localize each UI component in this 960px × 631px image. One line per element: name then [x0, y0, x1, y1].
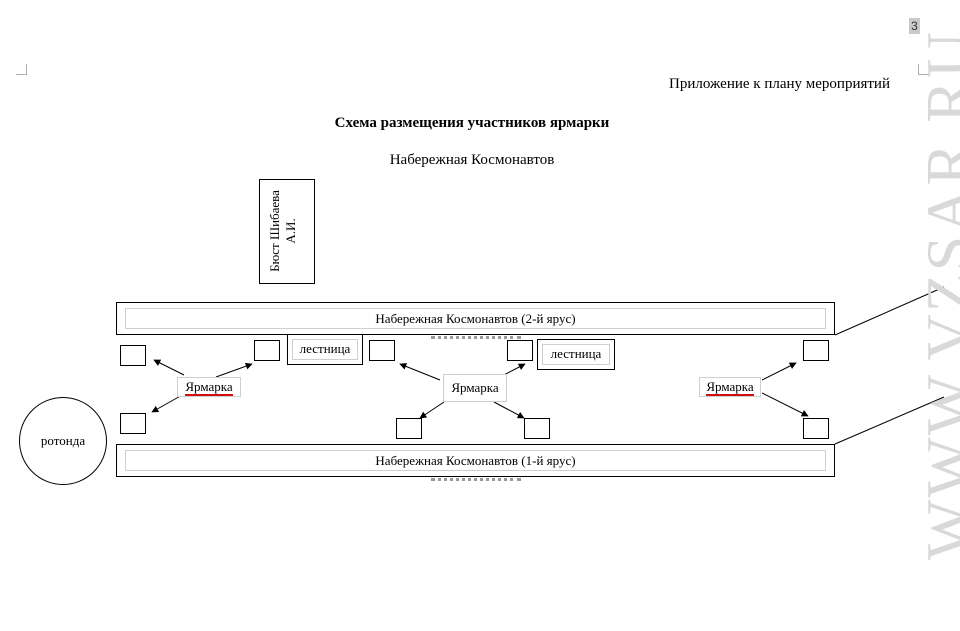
arrow-fair3-up-right	[761, 362, 797, 381]
upper-tier-label: Набережная Космонавтов (2-й ярус)	[125, 308, 826, 329]
stairs-left: лестница	[287, 334, 363, 365]
lower-tier-label: Набережная Космонавтов (1-й ярус)	[125, 450, 826, 471]
scheme-title: Схема размещения участников ярмарки	[334, 115, 610, 131]
stall	[524, 418, 550, 439]
page-corner-top-right	[918, 64, 929, 75]
arrow-fair2-down-left	[419, 401, 445, 419]
lower-tier: Набережная Космонавтов (1-й ярус)	[116, 444, 835, 481]
stairs-right: лестница	[537, 339, 615, 370]
upper-tier: Набережная Космонавтов (2-й ярус)	[116, 302, 835, 339]
stall	[803, 340, 829, 361]
stall	[803, 418, 829, 439]
appendix-label: Приложение к плану мероприятий	[669, 76, 890, 92]
lower-tier-edge-line	[834, 396, 945, 445]
fair-label-center: Ярмарка	[443, 374, 507, 402]
stairs-left-label: лестница	[292, 339, 358, 360]
watermark: WWW.VZSAR.RU	[913, 29, 960, 560]
upper-tier-dots	[430, 336, 521, 339]
fair-label-center-text: Ярмарка	[451, 380, 499, 395]
scheme-subtitle: Набережная Космонавтов	[389, 152, 555, 168]
stall	[120, 345, 146, 366]
stall	[369, 340, 395, 361]
page-number: 3	[909, 18, 920, 34]
stairs-right-label: лестница	[542, 344, 610, 365]
arrow-fair1-up-left	[153, 359, 185, 376]
page-corner-top-left	[16, 64, 27, 75]
rotunda-label: ротонда	[40, 433, 86, 448]
stall	[254, 340, 280, 361]
stall	[120, 413, 146, 434]
upper-tier-edge-line	[834, 286, 945, 336]
arrow-fair3-down-right	[761, 392, 809, 417]
fair-label-left-text: Ярмарка	[185, 379, 233, 396]
bust-box	[259, 179, 315, 284]
stall	[396, 418, 422, 439]
rotunda: ротонда	[19, 397, 107, 485]
arrow-fair2-down-right	[493, 401, 525, 419]
fair-label-left: Ярмарка	[177, 377, 241, 397]
arrow-fair2-up-left	[399, 363, 441, 381]
arrow-fair1-down-left	[151, 393, 185, 413]
fair-label-right-text: Ярмарка	[706, 379, 754, 396]
stall	[507, 340, 533, 361]
fair-label-right: Ярмарка	[699, 377, 761, 397]
lower-tier-dots	[430, 478, 521, 481]
arrow-fair1-up-right	[215, 362, 253, 378]
